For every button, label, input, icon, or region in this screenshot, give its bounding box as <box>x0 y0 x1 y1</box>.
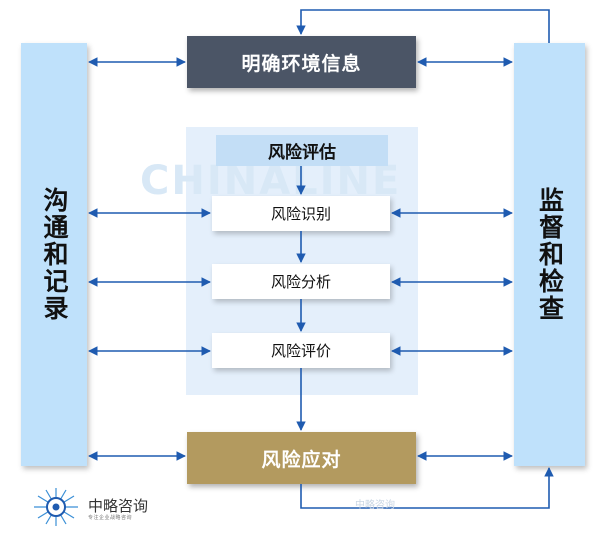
risk-assessment-title: 风险评估 <box>216 135 388 166</box>
risk-evaluation-box: 风险评价 <box>212 333 390 368</box>
risk-identification-box: 风险识别 <box>212 196 390 231</box>
communication-record-label: 沟通和记录 <box>40 187 69 322</box>
feedback-loop-top <box>296 9 550 43</box>
logo-name: 中略咨询 <box>88 497 149 515</box>
establish-context-label: 明确环境信息 <box>241 52 362 75</box>
communication-record-column: 沟通和记录 <box>21 43 87 466</box>
risk-identification-label: 风险识别 <box>270 205 331 223</box>
risk-analysis-box: 风险分析 <box>212 264 390 299</box>
logo-subtitle: 专注企业战略咨询 <box>88 515 133 521</box>
small-watermark: 中略咨询 <box>355 500 395 511</box>
establish-context-box: 明确环境信息 <box>187 36 416 88</box>
logo-icon <box>34 488 78 526</box>
risk-evaluation-label: 风险评价 <box>270 342 331 360</box>
monitor-review-label: 监督和检查 <box>535 187 565 322</box>
risk-treatment-label: 风险应对 <box>261 448 342 471</box>
risk-treatment-box: 风险应对 <box>187 432 416 484</box>
feedback-loop-bottom <box>300 467 554 509</box>
monitor-review-column: 监督和检查 <box>514 43 585 466</box>
risk-analysis-label: 风险分析 <box>270 273 331 291</box>
risk-assessment-title-label: 风险评估 <box>268 143 336 163</box>
